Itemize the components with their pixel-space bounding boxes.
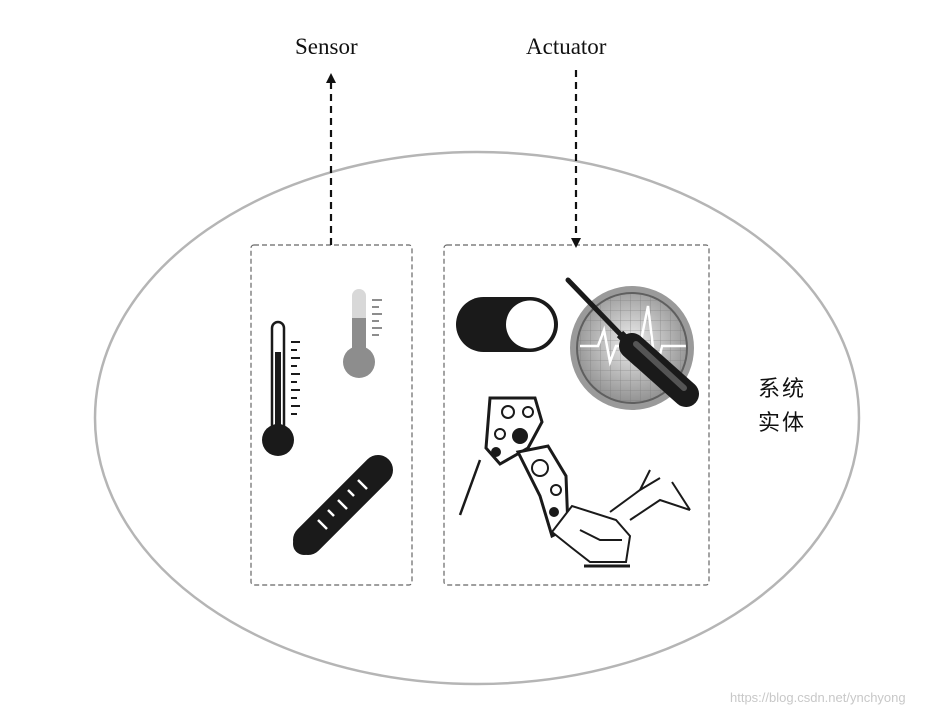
system-entity-ellipse	[93, 150, 861, 686]
watermark-text: https://blog.csdn.net/ynchyong	[730, 690, 906, 705]
system-entity-label-line1: 系统	[758, 377, 807, 402]
thermometer-icon	[262, 320, 300, 456]
thermometer-icon	[343, 289, 382, 378]
system-entity-label-line2: 实体	[758, 411, 807, 436]
exoskeleton-icon	[458, 396, 691, 568]
sensor-box	[250, 244, 413, 586]
toggle-switch-icon	[456, 297, 558, 352]
actuator-label: Actuator	[526, 34, 607, 59]
thermometer-icon	[293, 455, 393, 555]
diagnostic-tool-icon	[565, 277, 699, 410]
sensor-label: Sensor	[295, 34, 358, 59]
